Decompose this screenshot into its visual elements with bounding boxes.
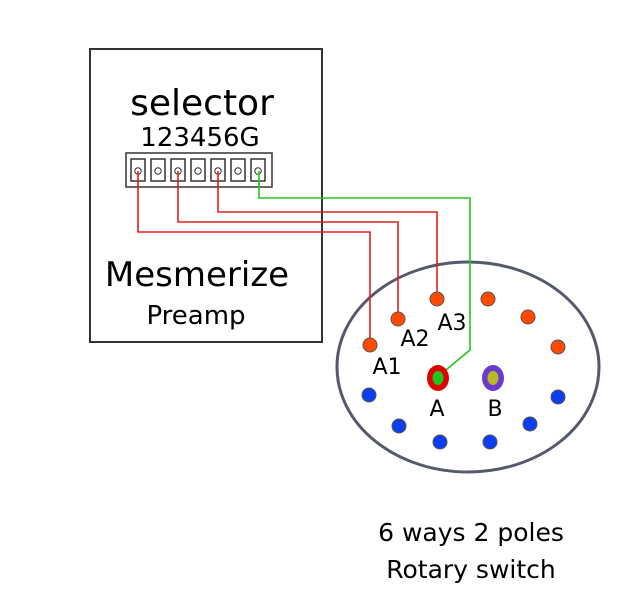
label-a2: A2 xyxy=(400,327,429,352)
contact-a5 xyxy=(520,309,536,325)
common-b-terminal xyxy=(482,365,504,391)
selector-connector xyxy=(125,152,273,188)
contact-b4 xyxy=(482,434,498,450)
caption-line2: Rotary switch xyxy=(386,555,556,584)
contact-b6 xyxy=(550,389,566,405)
selector-pin-hole-4 xyxy=(194,167,202,175)
selector-title: selector xyxy=(130,83,274,124)
contact-b3 xyxy=(432,434,448,450)
wire-pin1-a1 xyxy=(137,171,371,343)
wire-ground-common-a xyxy=(258,171,471,376)
preamp-subtitle: Preamp xyxy=(146,301,245,331)
selector-pin-labels: 123456G xyxy=(140,123,259,153)
wires xyxy=(137,171,471,376)
contact-a3 xyxy=(429,291,445,307)
contact-a4 xyxy=(480,291,496,307)
contact-b2 xyxy=(391,418,407,434)
wire-pin3-a2 xyxy=(177,171,399,318)
selector-pin-hole-2 xyxy=(154,167,162,175)
preamp-box xyxy=(89,48,323,343)
label-a1: A1 xyxy=(372,355,401,380)
preamp-name: Mesmerize xyxy=(105,255,289,295)
contact-b5 xyxy=(522,416,538,432)
contact-a1 xyxy=(362,337,378,353)
contact-a2 xyxy=(390,311,406,327)
common-a-terminal xyxy=(427,365,449,391)
selector-pin-hole-G xyxy=(254,167,262,175)
wire-pin5-a3 xyxy=(217,171,438,298)
caption-line1: 6 ways 2 poles xyxy=(378,518,564,547)
selector-pin-hole-6 xyxy=(234,167,242,175)
label-common-a: A xyxy=(429,397,444,422)
pole-b-contacts xyxy=(361,387,566,450)
contact-a6 xyxy=(550,339,566,355)
pole-a-contacts xyxy=(362,291,566,355)
label-common-b: B xyxy=(487,397,502,422)
label-a3: A3 xyxy=(437,311,466,336)
contact-b1 xyxy=(361,387,377,403)
